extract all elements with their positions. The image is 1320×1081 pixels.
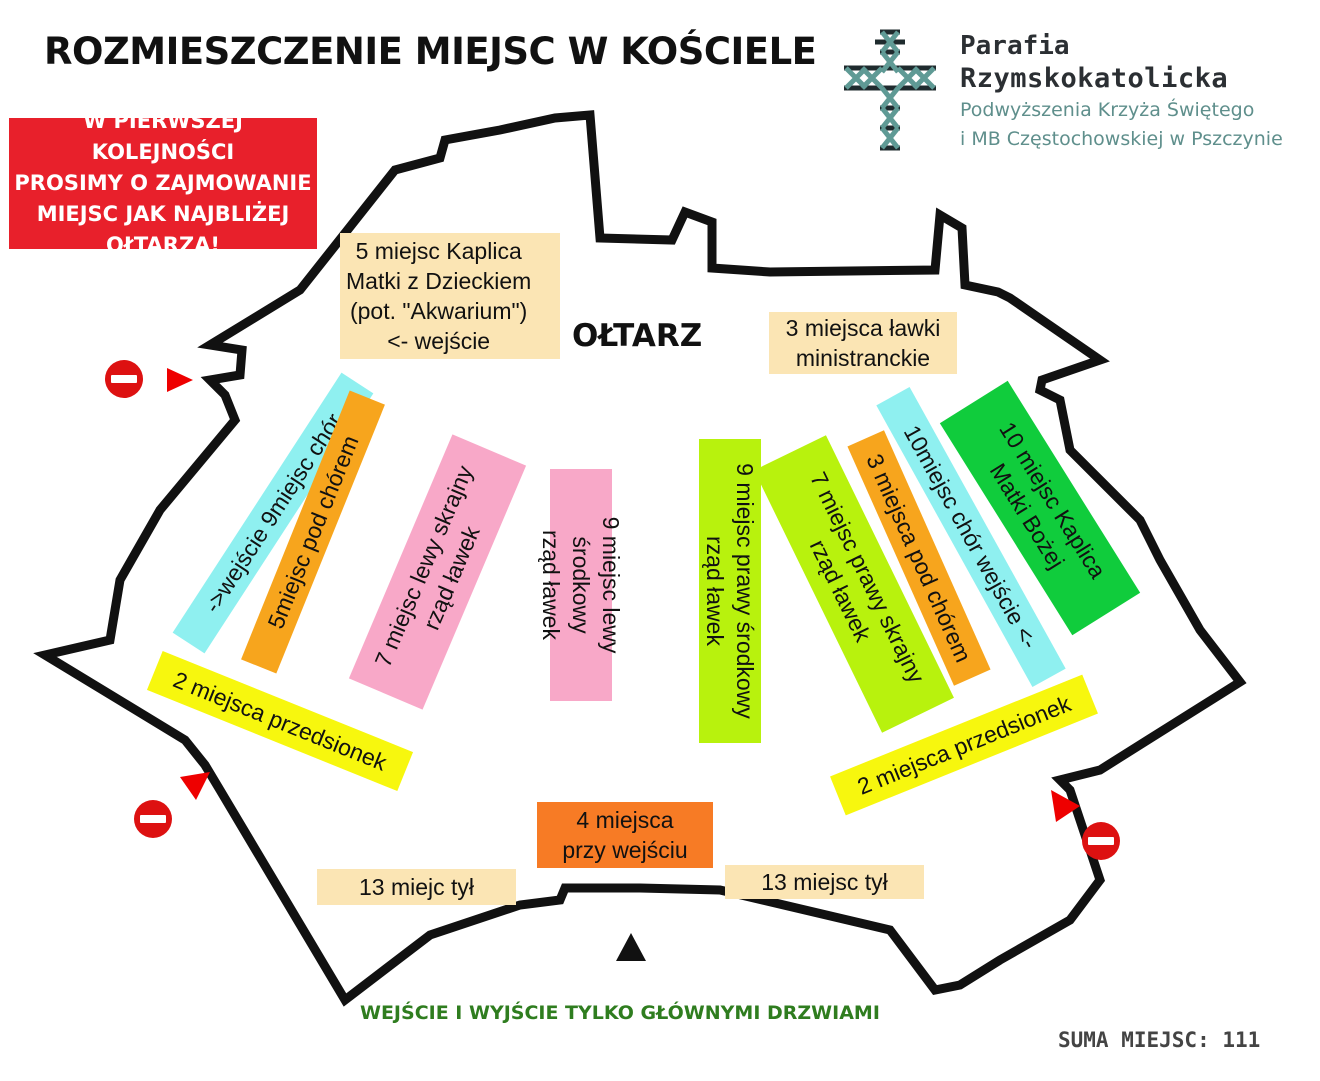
no-entry-icon-left-upper <box>105 360 143 398</box>
parish-line-2: Rzymskokatolicka <box>960 63 1229 94</box>
church-outline <box>33 110 1247 1007</box>
zone-przy-wejsciu: 4 miejsca przy wejściu <box>537 802 713 868</box>
altar-label: OŁTARZ <box>572 318 703 354</box>
page-title: ROZMIESZCZENIE MIEJSC W KOŚCIELE <box>44 30 817 73</box>
zone-kaplica-matki: 5 miejsc Kaplica Matki z Dzieckiem (pot.… <box>340 233 560 359</box>
parish-line-4: i MB Częstochowskiej w Pszczynie <box>960 128 1283 150</box>
parish-name: Parafia Rzymskokatolicka Podwyższenia Kr… <box>960 30 1283 154</box>
no-entry-icon-right-lower <box>1082 822 1120 860</box>
parish-cross-logo <box>844 29 936 151</box>
zone-tyl-lewy: 13 miejc tył <box>317 869 516 905</box>
warning-banner: W PIERWSZEJ KOLEJNOŚCI PROSIMY O ZAJMOWA… <box>9 109 317 257</box>
parish-line-3: Podwyższenia Krzyża Świętego <box>960 99 1255 121</box>
entry-exit-note: WEJŚCIE I WYJŚCIE TYLKO GŁÓWNYMI DRZWIAM… <box>360 1002 880 1024</box>
zone-ministranckie: 3 miejsca ławki ministranckie <box>769 312 957 374</box>
parish-line-1: Parafia <box>960 31 1070 61</box>
zone-prawy-srodkowy: 9 miejsc prawy środkowy rząd ławek <box>699 439 761 743</box>
zone-tyl-prawy: 13 miejsc tył <box>725 865 924 899</box>
no-entry-icon-left-lower <box>134 800 172 838</box>
seat-total: SUMA MIEJSC: 111 <box>1058 1028 1261 1052</box>
zone-lewy-srodkowy: 9 miejsc lewy środkowy rząd ławek <box>538 469 624 701</box>
